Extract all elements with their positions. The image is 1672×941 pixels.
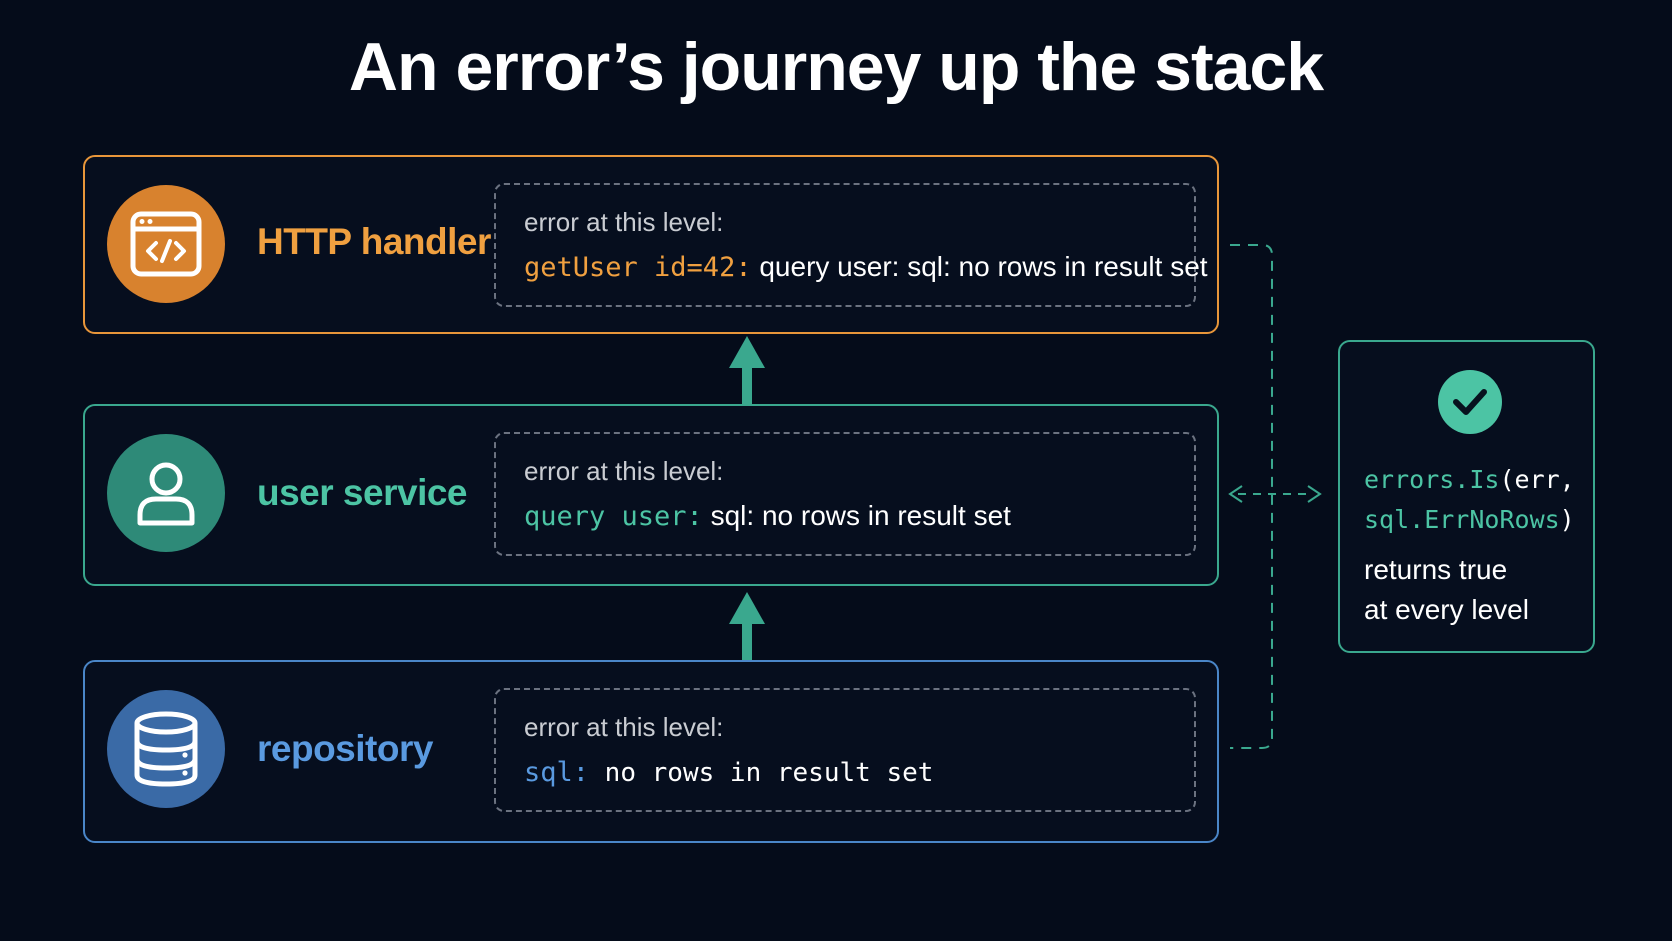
layer-repository: repository error at this level: sql: no … <box>83 660 1219 843</box>
code-close: ) <box>1559 505 1575 534</box>
layer-user-service: user service error at this level: query … <box>83 404 1219 586</box>
layer-name: user service <box>257 472 468 513</box>
errors-is-card: errors.Is(err, sql.ErrNoRows) returns tr… <box>1338 340 1595 653</box>
error-prefix: getUser id=42: <box>524 252 752 283</box>
arrowhead-left <box>1228 485 1243 503</box>
layer-http-handler: HTTP handler error at this level: getUse… <box>83 155 1219 334</box>
error-label: error at this level: <box>524 207 724 237</box>
arrow-up-repo-to-svc <box>729 592 765 660</box>
diagram-title: An error’s journey up the stack <box>348 29 1324 105</box>
user-icon <box>107 434 225 552</box>
desc-line-2: at every level <box>1364 594 1529 625</box>
arrowhead-right <box>1307 485 1322 503</box>
error-box: error at this level: sql: no rows in res… <box>494 688 1196 812</box>
error-rest: query user: sql: no rows in result set <box>751 251 1208 282</box>
code-function: errors.Is <box>1364 465 1500 494</box>
error-message: sql: no rows in result set <box>524 756 933 788</box>
dashed-bracket <box>1230 244 1273 749</box>
error-message: query user: sql: no rows in result set <box>524 500 1011 532</box>
arrow-up-svc-to-http <box>729 336 765 404</box>
error-message: getUser id=42: query user: sql: no rows … <box>524 251 1208 283</box>
layer-name: repository <box>257 728 433 769</box>
errors-is-code: errors.Is(err, sql.ErrNoRows) <box>1364 460 1575 540</box>
error-prefix: sql: <box>524 757 590 788</box>
layer-name: HTTP handler <box>257 221 491 262</box>
error-prefix: query user: <box>524 501 703 532</box>
database-icon <box>107 690 225 808</box>
error-box: error at this level: query user: sql: no… <box>494 432 1196 556</box>
code-args: (err, <box>1499 465 1575 494</box>
error-box: error at this level: getUser id=42: quer… <box>494 183 1208 307</box>
desc-line-1: returns true <box>1364 554 1508 585</box>
error-label: error at this level: <box>524 712 724 742</box>
error-label: error at this level: <box>524 456 724 486</box>
errors-is-description: returns true at every level <box>1364 550 1529 630</box>
checkmark-icon <box>1438 370 1502 434</box>
error-rest: no rows in result set <box>589 758 934 788</box>
code-window-icon <box>107 185 225 303</box>
code-sentinel: sql.ErrNoRows <box>1364 505 1560 534</box>
error-rest: sql: no rows in result set <box>702 500 1011 531</box>
